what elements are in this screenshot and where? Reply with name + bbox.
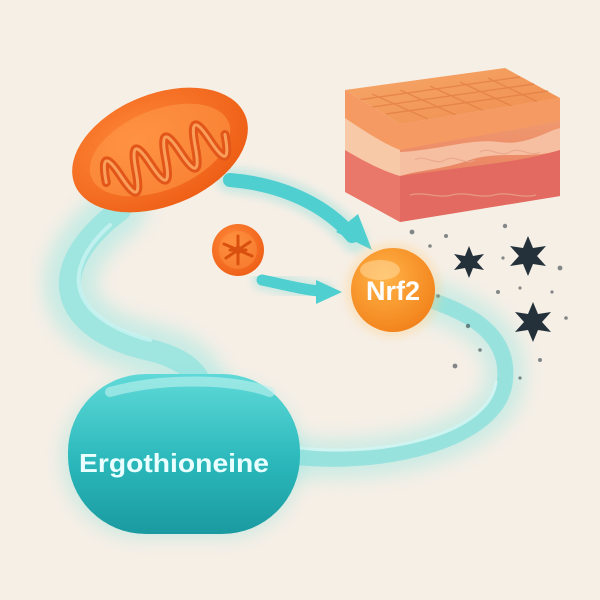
mito-to-nrf2-arrow-icon [217,167,372,253]
free-radical-icon [454,246,484,278]
mitochondrion-icon [72,87,248,213]
small-mitochondrion-icon [212,224,264,276]
free-radical-icon [510,236,546,276]
capsule-label: Ergothioneine [79,448,269,478]
small-mito-to-nrf2-arrow-icon [252,270,342,304]
capsule-icon: Ergothioneine [62,374,302,538]
free-radicals-group [409,223,568,380]
nrf2-label: Nrf2 [366,276,420,306]
skin-tissue-block-icon [345,68,560,222]
free-radical-icon [515,302,551,342]
nrf2-node: Nrf2 [345,242,441,338]
